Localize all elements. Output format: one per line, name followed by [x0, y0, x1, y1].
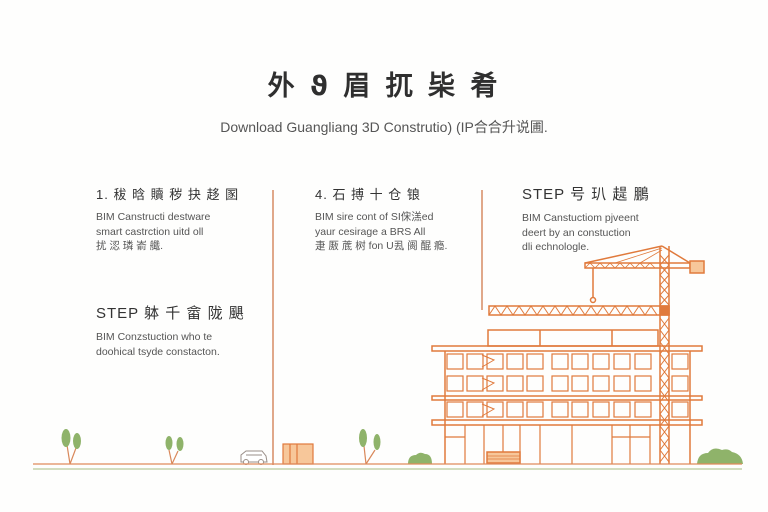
- step-1: 1. 秡 晗 贖 秽 抉 趍 圂 BIM Canstructi destware…: [96, 184, 266, 254]
- bench-icon: [486, 451, 521, 464]
- step-1-line-1: BIM Canstructi destware: [96, 211, 211, 223]
- step-2-line-3: 疌 厫 菧 树 fon U厾 阓 醌 瘾.: [315, 240, 448, 252]
- divider-left: [272, 190, 274, 465]
- step-4-line-1: BIM Conzstuction who te: [96, 331, 213, 343]
- step-3-heading: STEP 号 玐 趧 鵬: [522, 186, 650, 203]
- step-2-heading: 4. 石 搏 十 仓 锒: [315, 187, 421, 202]
- step-3-line-3: dli echnologle.: [522, 241, 590, 253]
- step-4-line-2: doohical tsyde constacton.: [96, 345, 220, 358]
- crate-icon: [282, 443, 314, 465]
- bush-icon: [408, 448, 743, 464]
- page-subtitle: Download Guangliang 3D Construtio) (IP合合…: [220, 119, 548, 135]
- crane-lower-jib: [488, 305, 670, 316]
- step-1-line-2: smart castrction uitd oll: [96, 225, 204, 238]
- crane-mast-icon: [659, 246, 670, 464]
- building-icon: [431, 329, 703, 464]
- step-4: STEP 躰 千 畲 陇 颶 BIM Conzstuction who te d…: [96, 302, 266, 359]
- crane-upper-jib: [584, 245, 705, 304]
- step-1-line-3: 扰 涊 璘 嵛 艥.: [96, 240, 164, 252]
- step-3: STEP 号 玐 趧 鵬 BIM Canstuctiom pjveent dee…: [522, 183, 692, 255]
- step-3-line-1: BIM Canstuctiom pjveent: [522, 212, 639, 224]
- step-1-heading: 1. 秡 晗 贖 秽 抉 趍 圂: [96, 187, 240, 202]
- step-2-line-2: yaur cesirage a BRS All: [315, 225, 426, 238]
- step-4-heading: STEP 躰 千 畲 陇 颶: [96, 305, 245, 322]
- step-2-line-1: BIM sire cont of SI俕溔ed: [315, 211, 434, 223]
- divider-right: [481, 190, 483, 310]
- step-2: 4. 石 搏 十 仓 锒 BIM sire cont of SI俕溔ed yau…: [315, 184, 475, 254]
- tree-icon: [61, 429, 381, 465]
- page-title: 外 ϑ 眉 扤 枈 肴: [267, 71, 501, 102]
- step-3-line-2: deert by an constuction: [522, 226, 631, 239]
- car-icon: [240, 450, 268, 465]
